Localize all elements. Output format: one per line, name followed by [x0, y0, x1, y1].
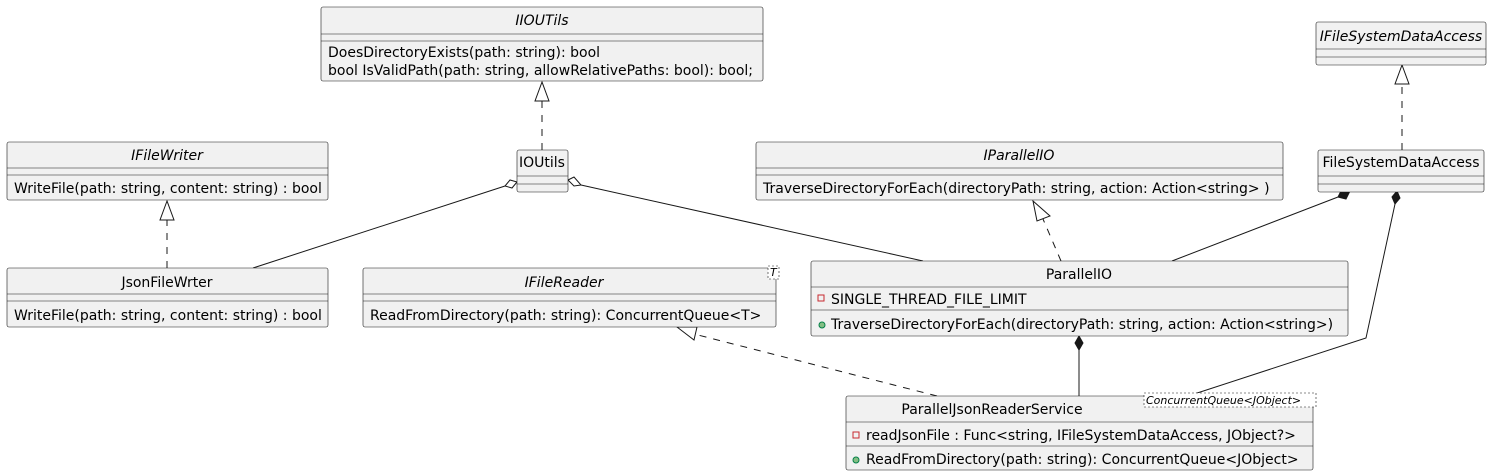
realization-arrow-ifilesystemdataaccess — [1394, 63, 1410, 85]
class-iparallelio: IParallelIO TraverseDirectoryForEach(dir… — [755, 141, 1284, 201]
class-paralleljsonreaderservice: ParallelJsonReaderService ConcurrentQueu… — [845, 392, 1317, 471]
method: WriteFile(path: string, content: string)… — [14, 181, 322, 197]
class-title: IParallelIO — [984, 148, 1055, 164]
class-title: IFileReader — [525, 275, 605, 291]
class-iioutils: IIOUTils DoesDirectoryExists(path: strin… — [320, 6, 764, 82]
realization-arrow-ifilereader — [675, 326, 698, 341]
method: WriteFile(path: string, content: string)… — [14, 308, 322, 324]
relations — [159, 63, 1410, 397]
edge-ioutils-parallelio — [580, 184, 924, 262]
class-filesystemdataaccess: FileSystemDataAccess — [1317, 149, 1485, 193]
private-visibility-icon — [817, 294, 825, 302]
composition-diamond-parallelio-pjrs — [1074, 334, 1084, 352]
method: ReadFromDirectory(path: string): Concurr… — [370, 308, 761, 324]
type-parameter: ConcurrentQueue<JObject> — [1146, 394, 1301, 407]
class-title: IIOUTils — [515, 13, 568, 29]
method: DoesDirectoryExists(path: string): bool — [328, 45, 600, 61]
aggregation-diamond-jsonfilewrter — [504, 179, 518, 189]
field: SINGLE_THREAD_FILE_LIMIT — [831, 292, 1027, 308]
type-parameter-box — [767, 265, 780, 280]
public-visibility-icon — [852, 456, 860, 464]
class-ifilewriter: IFileWriter WriteFile(path: string, cont… — [6, 141, 329, 201]
class-ioutils: IOUtils — [516, 149, 569, 193]
method: TraverseDirectoryForEach(directoryPath: … — [830, 317, 1333, 333]
class-title: JsonFileWrter — [120, 275, 212, 291]
realization-arrow-iparallelio — [1032, 199, 1051, 222]
class-title: IOUtils — [519, 155, 565, 171]
aggregation-diamond-parallelio — [567, 176, 582, 187]
edge-fsda-parallelio — [1171, 196, 1339, 262]
class-title: IFileWriter — [131, 148, 204, 164]
edge-parallelio-iparallelio — [1042, 218, 1062, 262]
realization-arrow-ifilewriter — [159, 199, 175, 221]
class-title: ParallelIO — [1046, 267, 1112, 283]
field: readJsonFile : Func<string, IFileSystemD… — [866, 428, 1296, 444]
method: bool IsValidPath(path: string, allowRela… — [328, 63, 753, 79]
method: ReadFromDirectory(path: string): Concurr… — [866, 452, 1299, 468]
public-visibility-icon — [818, 321, 826, 329]
type-parameter-box — [1143, 392, 1317, 408]
class-title: ParallelJsonReaderService — [901, 402, 1082, 418]
edge-pjrs-ifilereader — [693, 333, 938, 397]
private-visibility-icon — [852, 431, 860, 439]
realization-arrow-iioutils — [534, 80, 550, 102]
class-title: FileSystemDataAccess — [1323, 155, 1480, 171]
type-parameter: T — [770, 266, 778, 279]
edge-fsda-pjrs — [1187, 203, 1396, 397]
class-parallelio: ParallelIO SINGLE_THREAD_FILE_LIMIT Trav… — [810, 260, 1349, 337]
class-jsonfilewrter: JsonFileWrter WriteFile(path: string, co… — [6, 267, 329, 328]
class-ifilereader: IFileReader T ReadFromDirectory(path: st… — [362, 265, 780, 328]
edge-ioutils-jsonfilewrter — [252, 185, 506, 269]
class-ifilesystemdataaccess: IFileSystemDataAccess — [1315, 21, 1487, 66]
class-title: IFileSystemDataAccess — [1320, 29, 1482, 45]
method: TraverseDirectoryForEach(directoryPath: … — [762, 181, 1270, 197]
composition-diamond-fsda-pjrs — [1391, 190, 1401, 205]
